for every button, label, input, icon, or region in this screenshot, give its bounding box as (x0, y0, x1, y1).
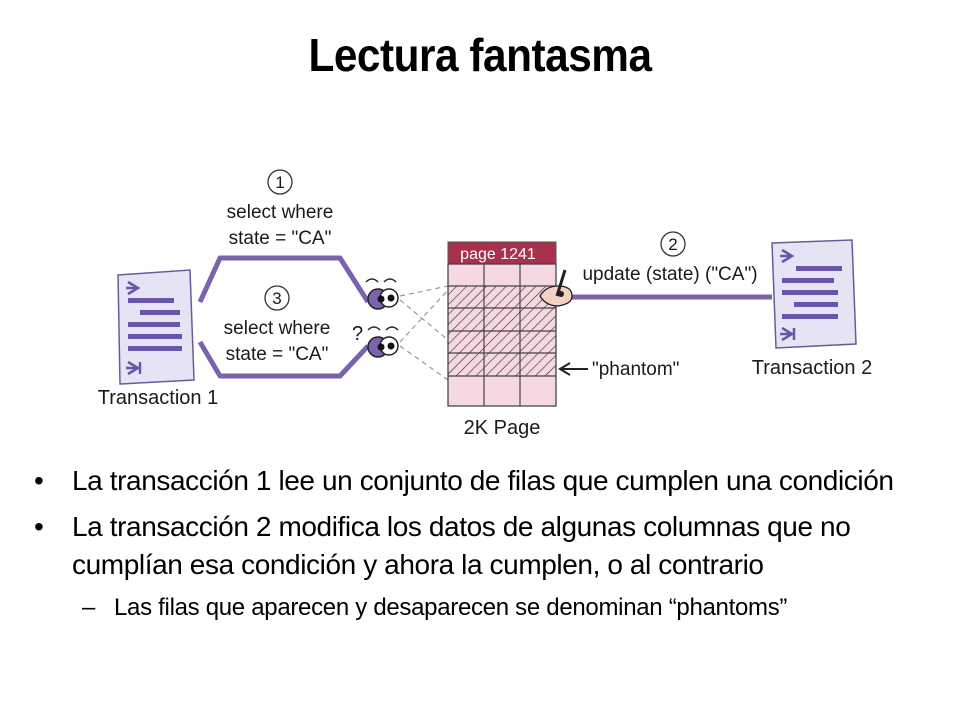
step2-label: update (state) ("CA") (582, 264, 757, 285)
bullet-text: La transacción 1 lee un conjunto de fila… (72, 465, 894, 496)
step3-label-line1: select where (224, 318, 331, 339)
eyes-icon-top (365, 278, 399, 310)
transaction1-label: Transaction 1 (98, 387, 218, 409)
question-mark: ? (352, 323, 363, 345)
page-header-label: page 1241 (460, 246, 536, 263)
phantom-label: "phantom" (592, 359, 679, 380)
bullet-item: • La transacción 1 lee un conjunto de fi… (34, 462, 934, 500)
read-path-1 (197, 255, 371, 304)
transaction1-document-icon (117, 269, 195, 385)
bullet-text: La transacción 2 modifica los datos de a… (72, 511, 851, 580)
bullet-list: • La transacción 1 lee un conjunto de fi… (34, 462, 934, 624)
sub-bullet-text: Las filas que aparecen y desaparecen se … (114, 594, 788, 621)
svg-text:3: 3 (272, 289, 281, 308)
step1-number: 1 (267, 169, 293, 195)
step1-label-line1: select where (227, 202, 334, 223)
pen-icon (539, 269, 573, 307)
step3-label-line2: state = "CA" (226, 344, 329, 365)
bullet-dot: • (34, 465, 44, 496)
sub-bullet-item: – Las filas que aparecen y desaparecen s… (34, 592, 934, 624)
page-title: Lectura fantasma (308, 29, 652, 81)
data-page: page 1241 (447, 241, 557, 407)
sight-lines (399, 285, 449, 381)
svg-text:2: 2 (668, 235, 677, 254)
sub-bullet-dash: – (82, 594, 96, 621)
read-path-3 (197, 340, 370, 379)
step1-label-line2: state = "CA" (229, 228, 332, 249)
bullet-item: • La transacción 2 modifica los datos de… (34, 508, 934, 584)
svg-text:1: 1 (275, 173, 284, 192)
bullet-dot: • (34, 511, 44, 542)
transaction2-document-icon (771, 239, 857, 349)
step2-number: 2 (660, 231, 686, 257)
transaction2-label: Transaction 2 (752, 357, 872, 379)
page-caption: 2K Page (464, 417, 541, 439)
eyes-icon-bottom (367, 326, 399, 358)
step3-number: 3 (264, 285, 290, 311)
